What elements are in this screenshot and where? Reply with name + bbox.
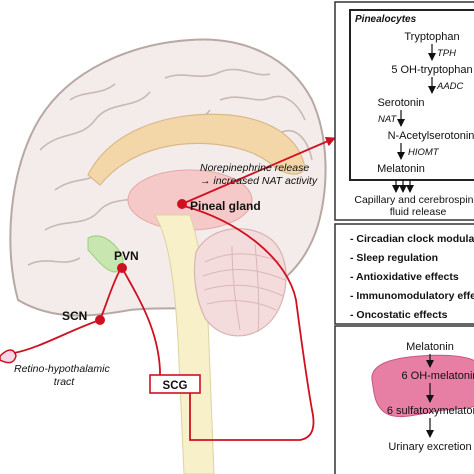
effect-item: - Sleep regulation <box>350 252 438 264</box>
pvn-node <box>117 263 127 273</box>
cerebellum-folia <box>202 243 286 333</box>
pineal-node <box>177 199 187 209</box>
effect-item: - Antioxidative effects <box>350 271 459 283</box>
pinealocytes-title: Pinealocytes <box>355 14 417 25</box>
n-acetylserotonin: N-Acetylserotonin <box>388 130 474 142</box>
metab-urinary: Urinary excretion <box>388 441 471 453</box>
cerebellum <box>193 228 287 337</box>
metab-6oh: 6 OH-melatonin <box>401 370 474 382</box>
retino-label-line2: tract <box>54 376 76 388</box>
pvn-scg-path <box>121 267 161 392</box>
enzyme-tph: TPH <box>437 48 456 59</box>
ne-label-line1: Norepinephrine release <box>200 162 309 174</box>
melatonin: Melatonin <box>377 163 425 175</box>
serotonin: Serotonin <box>377 97 424 109</box>
ne-label-line2: → increased NAT activity <box>200 175 318 187</box>
neural-pathway <box>13 136 336 441</box>
effect-item: - Oncostatic effects <box>350 309 448 321</box>
scg-label: SCG <box>163 380 188 392</box>
enzyme-hiomt: HIOMT <box>408 147 440 158</box>
enzyme-nat: NAT <box>378 114 397 125</box>
scg-pineal-path <box>179 204 315 441</box>
enzyme-aadc: AADC <box>436 81 464 92</box>
scn-label: SCN <box>62 309 87 323</box>
corpus-callosum <box>87 113 306 186</box>
pinealocytes-inner-box <box>349 9 474 181</box>
retino-path <box>13 319 101 354</box>
pvn-label: PVN <box>114 249 139 263</box>
scn-node <box>95 315 105 325</box>
eye <box>0 349 17 364</box>
brain-illustration <box>0 38 327 474</box>
pineal-label: Pineal gland <box>190 199 261 213</box>
right-panels: Pinealocytes Tryptophan TPH 5 OH-tryptop… <box>334 1 474 474</box>
effect-item: - Circadian clock modulation <box>350 233 474 245</box>
scg-box <box>149 374 201 394</box>
tryptophan: Tryptophan <box>404 31 459 43</box>
pineal-to-panel-arrow <box>181 136 336 205</box>
release-line2: fluid release <box>390 206 447 218</box>
five-oh-tryptophan: 5 OH-tryptophan <box>391 64 472 76</box>
metab-sulfatoxy: 6 sulfatoxymelatonin <box>387 405 474 417</box>
liver-shape <box>371 354 474 418</box>
retino-label-line1: Retino-hypothalamic <box>14 363 110 375</box>
metab-melatonin: Melatonin <box>406 341 454 353</box>
effects-panel <box>334 223 474 325</box>
release-line1: Capillary and cerebrospinal <box>354 194 474 206</box>
scn-pvn-path <box>99 269 121 321</box>
effect-item: - Immunomodulatory effects <box>350 290 474 302</box>
